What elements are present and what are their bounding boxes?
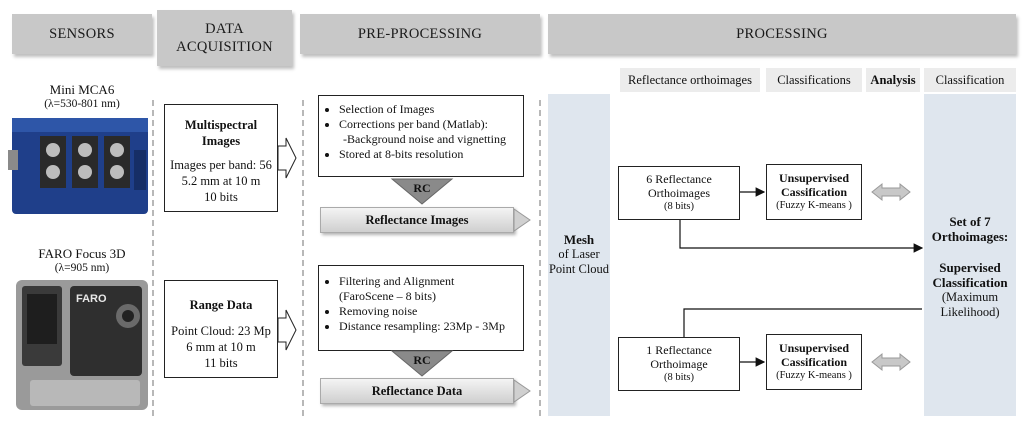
- scanner-body: [16, 280, 148, 410]
- range-data-resolution: 6 mm at 10 m: [186, 340, 256, 354]
- mesh-label: Mesh of Laser Point Cloud: [548, 232, 610, 277]
- final-line4: Classification: [932, 275, 1008, 290]
- subheader-classifications: Classifications: [766, 68, 862, 92]
- unsup-bottom-line3: (Fuzzy K-means ): [776, 370, 852, 381]
- header-data-acquisition: DATA ACQUISITION: [157, 10, 292, 66]
- mesh-line2: Point Cloud: [548, 262, 610, 276]
- orthoimages-top-box: 6 Reflectance Orthoimages (8 bits): [618, 166, 740, 220]
- rc-bottom-triangle: [390, 350, 454, 377]
- ortho-bottom-line2: Orthoimage: [650, 357, 708, 371]
- sensor-mini-mca6-range: (λ=530-801 nm): [44, 98, 120, 110]
- multispectral-images-box: Multispectral Images Images per band: 56…: [164, 104, 278, 212]
- subheader-reflectance-orthoimages: Reflectance orthoimages: [620, 68, 760, 92]
- pre-bottom-item-filtering-sub: (FaroScene – 8 bits): [339, 289, 436, 303]
- ortho-bottom-bits: (8 bits): [663, 372, 695, 383]
- final-line3: Supervised: [939, 260, 1001, 275]
- final-line2: Orthoimages:: [931, 229, 1009, 244]
- unsup-bottom-line2: Cassification: [781, 355, 847, 369]
- subheader-classification: Classification: [924, 68, 1016, 92]
- sensor-mini-mca6-label: Mini MCA6 (λ=530-801 nm): [12, 82, 152, 112]
- ortho-top-line2: Orthoimages: [648, 186, 710, 200]
- camera-body: [8, 118, 148, 214]
- multispectral-resolution: 5.2 mm at 10 m: [181, 174, 261, 188]
- final-line6: Likelihood): [940, 305, 1000, 319]
- unsupervised-bottom-box: Unsupervised Cassification (Fuzzy K-mean…: [766, 334, 862, 390]
- reflectance-images-bar: Reflectance Images: [320, 207, 514, 233]
- ortho-bottom-line1: 1 Reflectance: [646, 343, 712, 357]
- reflectance-data-arrow-tip: [513, 379, 531, 403]
- unsup-top-line1: Unsupervised: [778, 171, 849, 185]
- reflectance-images-arrow-tip: [513, 208, 531, 232]
- sensor-faro-range: (λ=905 nm): [54, 262, 110, 274]
- mesh-panel: [548, 94, 610, 416]
- sensor-faro-label: FARO Focus 3D (λ=905 nm): [12, 246, 152, 276]
- pre-top-item-stored: Stored at 8-bits resolution: [339, 147, 519, 162]
- ortho-top-bits: (8 bits): [663, 201, 695, 212]
- ortho-top-line1: 6 Reflectance: [646, 172, 712, 186]
- mesh-line1: of Laser: [558, 247, 600, 261]
- faro-logo: FARO: [76, 293, 107, 305]
- reflectance-data-bar: Reflectance Data: [320, 378, 514, 404]
- final-line1: Set of 7: [949, 214, 991, 229]
- unsup-top-line2: Cassification: [781, 185, 847, 199]
- double-arrow-top: [871, 182, 911, 202]
- pre-bottom-item-resampling: Distance resampling: 23Mp - 3Mp: [339, 319, 519, 334]
- multispectral-title-line2: Images: [201, 134, 241, 148]
- rc-top-triangle: [390, 178, 454, 205]
- rc-top-label: RC: [413, 181, 430, 195]
- arrow-range-data: [277, 309, 297, 351]
- connector-bottom-from-final: [683, 308, 922, 337]
- sensor-faro-name: FARO Focus 3D: [38, 246, 126, 261]
- orthoimage-bottom-box: 1 Reflectance Orthoimage (8 bits): [618, 337, 740, 391]
- pre-top-item-corrections: Corrections per band (Matlab):-Backgroun…: [339, 117, 519, 147]
- preprocessing-top-box: Selection of Images Corrections per band…: [318, 95, 524, 177]
- double-arrow-bottom: [871, 352, 911, 372]
- multispectral-images-per-band: Images per band: 56: [170, 158, 272, 172]
- unsup-bottom-line1: Unsupervised: [778, 341, 849, 355]
- header-pre-processing: PRE-PROCESSING: [300, 14, 540, 54]
- range-data-point-cloud: Point Cloud: 23 Mp: [171, 324, 271, 338]
- range-data-bits: 11 bits: [204, 356, 238, 370]
- unsup-top-line3: (Fuzzy K-means ): [776, 200, 852, 211]
- pre-top-item-selection: Selection of Images: [339, 102, 519, 117]
- final-panel: [924, 94, 1016, 416]
- final-line5: (Maximum: [941, 290, 999, 304]
- subheader-analysis: Analysis: [866, 68, 920, 92]
- unsupervised-top-box: Unsupervised Cassification (Fuzzy K-mean…: [766, 164, 862, 220]
- pre-bottom-item-noise: Removing noise: [339, 304, 519, 319]
- range-data-box: Range Data Point Cloud: 23 Mp 6 mm at 10…: [164, 280, 278, 378]
- range-data-title: Range Data: [189, 298, 253, 312]
- rc-bottom-label: RC: [413, 353, 430, 367]
- pre-bottom-item-filtering: Filtering and Alignment(FaroScene – 8 bi…: [339, 274, 519, 304]
- multispectral-title-line1: Multispectral: [184, 118, 258, 132]
- header-sensors: SENSORS: [12, 14, 152, 54]
- mesh-title: Mesh: [563, 232, 595, 247]
- connector-top-to-final: [679, 220, 924, 253]
- header-processing: PROCESSING: [548, 14, 1016, 54]
- sensor-mini-mca6-name: Mini MCA6: [49, 82, 115, 97]
- final-classification-label: Set of 7 Orthoimages: Supervised Classif…: [924, 214, 1016, 320]
- pre-top-item-corrections-sub: -Background noise and vignetting: [343, 132, 506, 146]
- multispectral-bits: 10 bits: [204, 190, 238, 204]
- arrow-multispectral: [277, 137, 297, 179]
- preprocessing-bottom-box: Filtering and Alignment(FaroScene – 8 bi…: [318, 265, 524, 351]
